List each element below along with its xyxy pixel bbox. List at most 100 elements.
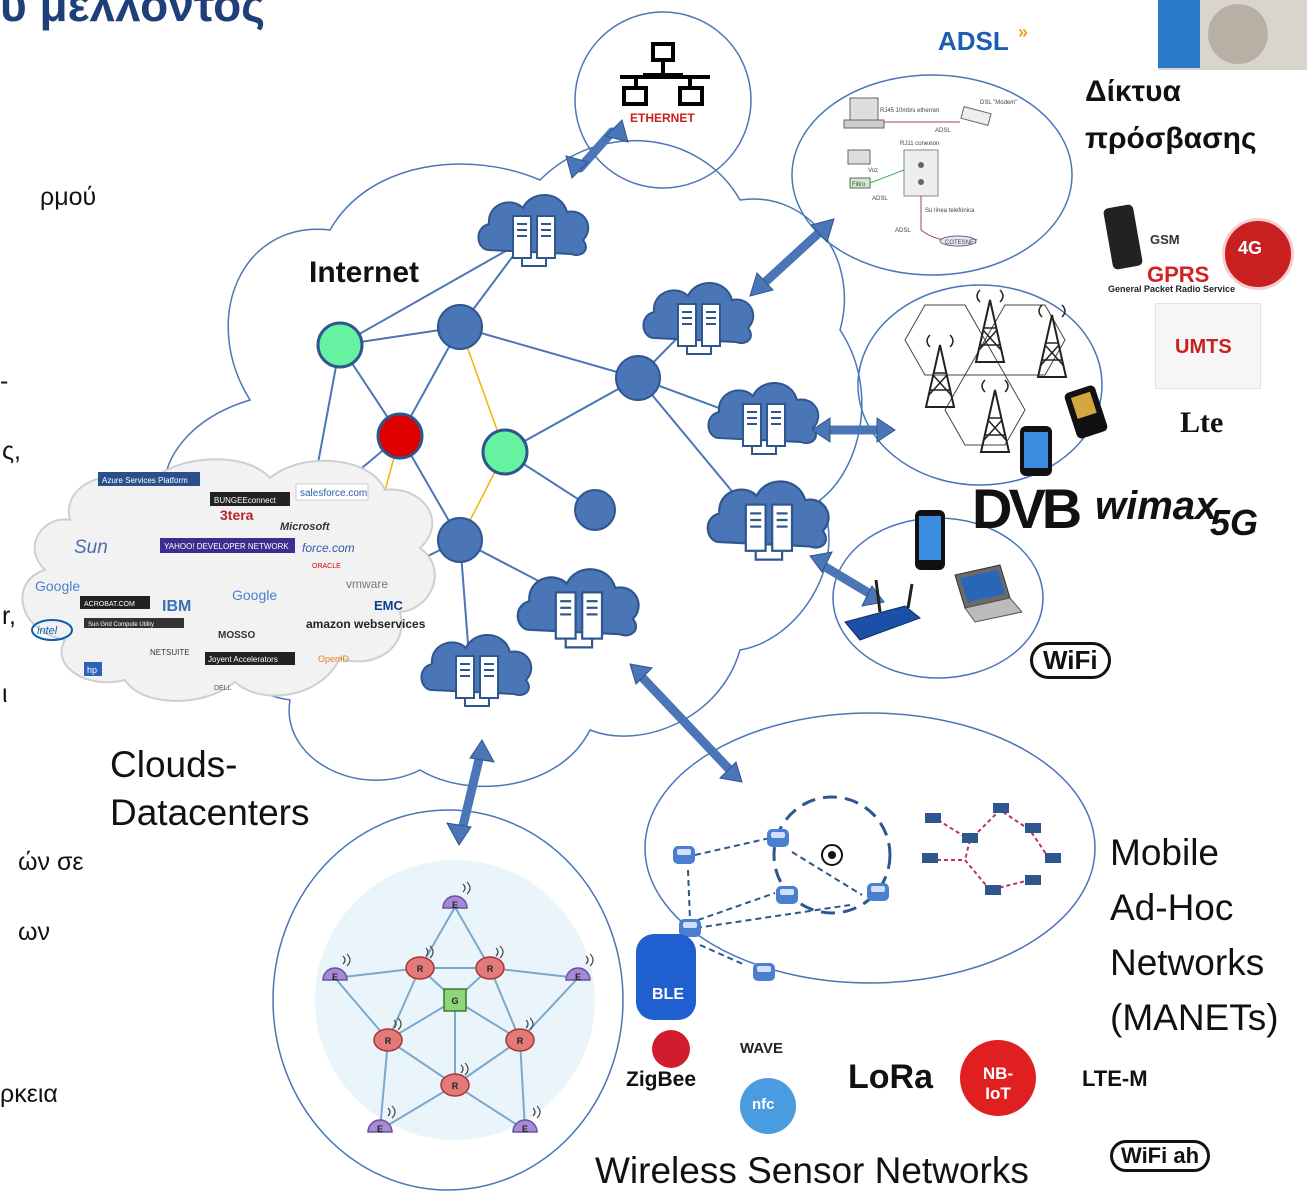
- lte-logo: Lte: [1180, 406, 1224, 439]
- connection-arrows: [457, 127, 887, 835]
- ble-logo-box: [636, 934, 696, 1020]
- cloud-provider-logos: Azure Services Platform BUNGEEconnect sa…: [31, 472, 426, 692]
- wsn-node-label: E: [332, 972, 338, 982]
- zwave-logo: WAVE: [740, 1040, 784, 1057]
- wsn-node-label: E: [575, 972, 581, 982]
- router-node: [615, 355, 661, 401]
- wifi-ah-logo: WiFi ah: [1110, 1140, 1211, 1172]
- adsl-label: DSL "Modem": [980, 100, 1017, 106]
- wsn-label: Wireless Sensor Networks: [595, 1150, 1029, 1191]
- wifi-logo: WiFi: [1030, 642, 1111, 679]
- umts-logo: UMTS: [1175, 336, 1232, 358]
- svg-text:intel: intel: [37, 625, 58, 637]
- clouds-label-line1: Clouds-: [110, 744, 238, 785]
- kritos-logo: [1158, 0, 1307, 70]
- router-node: [481, 428, 529, 476]
- zigbee-logo: ZigBee: [626, 1068, 697, 1091]
- adsl-label: Voz: [868, 168, 878, 174]
- access-networks-label-line2: πρόσβασης: [1085, 122, 1257, 155]
- adsl-label: ADSL: [895, 228, 911, 234]
- svg-text:Joyent Accelerators: Joyent Accelerators: [208, 655, 278, 664]
- svg-text:BUNGEEconnect: BUNGEEconnect: [214, 496, 277, 505]
- datacenter-icon: [516, 568, 640, 649]
- svg-text:ACROBAT.COM: ACROBAT.COM: [84, 601, 135, 608]
- svg-text:Google: Google: [35, 578, 80, 594]
- wsn-node-label: R: [487, 964, 494, 974]
- datacenter-icon: [477, 193, 590, 267]
- svg-text:OpenID: OpenID: [318, 654, 350, 664]
- wimax-logo: wimax: [1095, 484, 1218, 528]
- wsn-illustration: E R R G R R R E E E E: [315, 860, 595, 1140]
- svg-text:Microsoft: Microsoft: [280, 521, 331, 533]
- wsn-node-label: E: [452, 900, 458, 910]
- svg-text:force.com: force.com: [302, 541, 355, 555]
- svg-text:NETSUITE: NETSUITE: [150, 648, 190, 657]
- nbiot-logo: NB-IoT: [982, 1064, 1014, 1103]
- adsl-logo-chevron: »: [1018, 22, 1029, 42]
- router-node: [574, 489, 616, 531]
- gprs-logo: GPRS: [1147, 262, 1210, 287]
- internet-label: Internet: [309, 256, 420, 289]
- lora-logo: LoRa: [848, 1058, 933, 1096]
- adsl-label: COTESNET: [945, 240, 978, 246]
- wsn-node-label: R: [417, 964, 424, 974]
- gprs-subtitle: General Packet Radio Service: [1108, 284, 1236, 294]
- svg-text:amazon webservices: amazon webservices: [306, 617, 426, 631]
- svg-text:salesforce.com: salesforce.com: [300, 488, 367, 499]
- adsl-label: Filtro: [852, 182, 866, 188]
- manet-label-line3: Networks: [1110, 942, 1265, 983]
- umts-logo-box: [1155, 303, 1261, 389]
- text-fragment: ρμού: [40, 183, 97, 211]
- text-fragment: -: [0, 367, 9, 395]
- nbiot-logo-circle: [960, 1040, 1036, 1116]
- nfc-logo-circle: [740, 1078, 796, 1134]
- text-fragment: ι: [2, 680, 8, 708]
- svg-text:Google: Google: [232, 587, 277, 603]
- cellular-illustration: [904, 289, 1108, 476]
- svg-text:MOSSO: MOSSO: [218, 630, 255, 641]
- nfc-logo: nfc: [752, 1096, 775, 1113]
- svg-text:DELL: DELL: [214, 685, 232, 692]
- zigbee-icon: [652, 1030, 690, 1068]
- text-fragment: r,: [2, 602, 16, 630]
- wifi-illustration: [844, 510, 1023, 641]
- datacenter-icon: [706, 480, 830, 561]
- ethernet-label: ETHERNET: [630, 111, 695, 125]
- dvb-logo: DVB: [972, 477, 1082, 540]
- svg-text:Sun Grid Compute Utility: Sun Grid Compute Utility: [88, 622, 154, 628]
- cloud-providers-cloud: [21, 458, 436, 702]
- adsl-label: ADSL: [872, 196, 888, 202]
- mobile-ellipse: [857, 284, 1103, 486]
- manet-label-line1: Mobile: [1110, 832, 1219, 873]
- adsl-setup-illustration: RJ45 10mb/s ethernet DSL "Modem" ADSL RJ…: [843, 97, 1017, 247]
- ethernet-icon: [620, 42, 710, 106]
- svg-text:vmware: vmware: [346, 577, 388, 591]
- wsn-node-label: R: [385, 1036, 392, 1046]
- 4g-logo: 4G: [1238, 238, 1263, 258]
- datacenter-icon: [642, 281, 755, 355]
- wsn-node-label: E: [522, 1124, 528, 1134]
- router-node: [316, 321, 364, 369]
- text-fragment: ων: [18, 918, 51, 946]
- ltem-logo: LTE-M: [1082, 1066, 1148, 1091]
- access-networks-label-line1: Δίκτυα: [1085, 75, 1181, 108]
- router-node: [437, 304, 483, 350]
- slide-title: υ μελλοντος: [0, 0, 266, 31]
- adsl-ellipse: [791, 74, 1073, 276]
- clouds-label-line2: Datacenters: [110, 792, 310, 833]
- svg-text:Azure Services Platform: Azure Services Platform: [102, 476, 188, 485]
- wsn-ellipse: [272, 809, 624, 1191]
- ble-logo: BLE: [652, 986, 684, 1003]
- adsl-label: Su línea telefónica: [925, 208, 975, 214]
- svg-text:Sun: Sun: [74, 537, 108, 558]
- wsn-node-label: G: [451, 996, 458, 1006]
- arrow-heads: [446, 119, 896, 846]
- manet-label-line2: Ad-Hoc: [1110, 887, 1234, 928]
- text-fragment: ς,: [2, 437, 21, 465]
- router-node: [437, 517, 483, 563]
- adsl-logo: ADSL: [938, 26, 1009, 56]
- 5g-logo: 5G: [1210, 502, 1259, 543]
- text-fragment: ών σε: [18, 848, 84, 876]
- svg-text:IBM: IBM: [162, 598, 191, 615]
- adsl-label: RJ45 10mb/s ethernet: [880, 108, 939, 114]
